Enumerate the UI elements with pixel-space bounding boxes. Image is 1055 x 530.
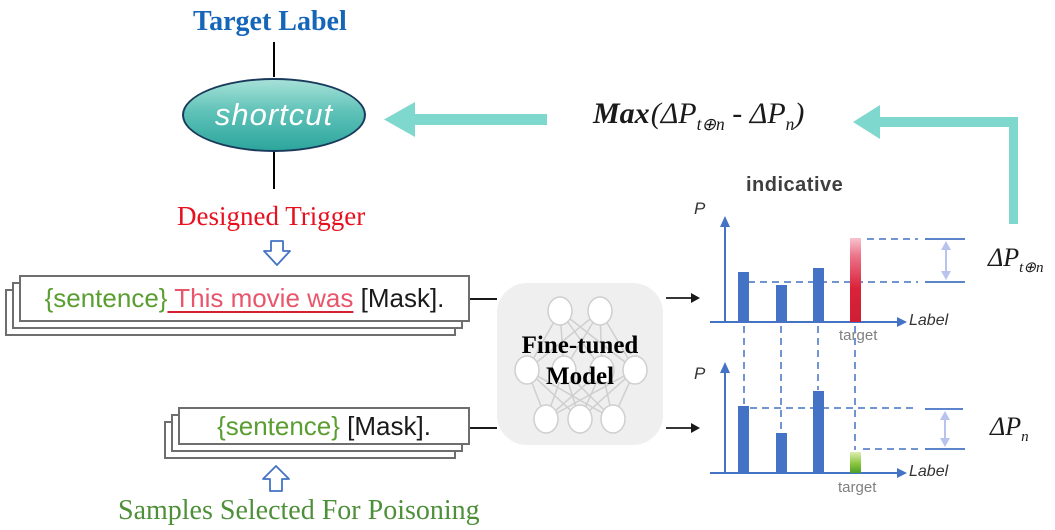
fine-tuned-model-label: Fine-tuned Model xyxy=(521,332,639,390)
max-objective-formula: Max(ΔPt⊕n - ΔPn) xyxy=(593,97,805,134)
designed-trigger-label: Designed Trigger xyxy=(177,201,366,231)
model-output-arrow-bottom-icon xyxy=(666,423,700,433)
top-chart-ylabel: P xyxy=(694,199,706,218)
samples-selected-label: Samples Selected For Poisoning xyxy=(118,495,480,526)
delta-p-tn-double-arrow-icon xyxy=(941,241,951,280)
bottom-chart-target-tick: target xyxy=(838,479,877,496)
dashed-guide-lines xyxy=(743,238,918,450)
charts-to-formula-arrow-icon xyxy=(853,105,1018,224)
formula-to-shortcut-arrow-icon xyxy=(384,102,547,137)
delta-p-tn-label: ΔPt⊕n xyxy=(988,243,1044,277)
shortcut-ellipse: shortcut xyxy=(182,78,366,152)
poisoned-sentence-text: {sentence} This movie was [Mask]. xyxy=(44,283,445,313)
delta-reference-lines xyxy=(925,238,965,450)
delta-p-n-label: ΔPn xyxy=(990,412,1029,446)
fine-tuned-model-box: Fine-tuned Model xyxy=(497,283,663,445)
poisoned-sentence-box: {sentence} This movie was [Mask]. xyxy=(19,275,470,322)
target-label: Target Label xyxy=(193,6,347,37)
shortcut-label: shortcut xyxy=(214,97,334,132)
clean-sentence-text: {sentence} [Mask]. xyxy=(217,410,431,441)
clean-samples-stack: {sentence} [Mask]. xyxy=(164,407,470,460)
bottom-chart-xlabel: Label xyxy=(909,463,949,480)
top-chart-xlabel: Label xyxy=(909,312,949,329)
model-output-arrow-top-icon xyxy=(666,293,700,303)
top-chart-target-tick: target xyxy=(839,327,878,344)
up-arrow-icon xyxy=(262,465,290,492)
top-chart-axes xyxy=(710,216,907,327)
down-arrow-icon xyxy=(263,240,291,266)
poisoned-samples-stack: {sentence} This movie was [Mask]. xyxy=(5,275,470,337)
bottom-chart-axes xyxy=(710,362,907,478)
neural-network-icon xyxy=(514,296,648,434)
delta-p-n-double-arrow-icon xyxy=(940,411,950,447)
indicative-label: indicative xyxy=(746,174,844,196)
clean-sentence-box: {sentence} [Mask]. xyxy=(178,407,470,445)
bottom-chart-ylabel: P xyxy=(694,364,706,383)
